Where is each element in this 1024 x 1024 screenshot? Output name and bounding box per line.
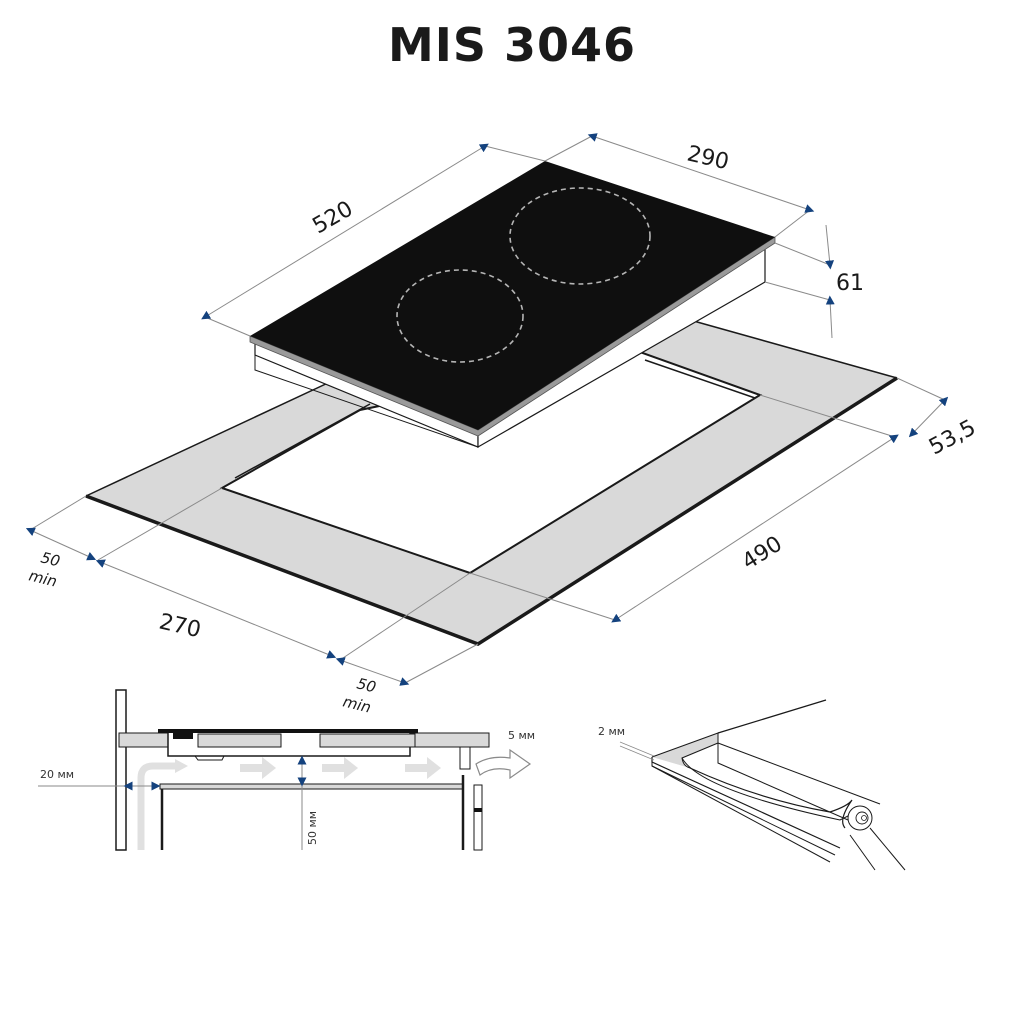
dim-edge-offset-label: 53,5	[925, 415, 980, 460]
dim-margin-left-value: 50	[39, 548, 62, 570]
burner-large	[509, 187, 651, 285]
dim-length-label: 520	[309, 197, 358, 240]
seal-detail	[619, 699, 906, 871]
side-gap-label: 20 мм	[40, 768, 74, 781]
rear-vent-label: 5 мм	[508, 729, 535, 742]
model-title: MIS 3046	[387, 18, 637, 72]
air-gap-label: 50 мм	[306, 811, 319, 845]
cooktop	[249, 161, 776, 449]
dim-margin-front-value: 50	[355, 674, 378, 696]
glass-top	[250, 161, 775, 430]
airflow-arrows	[240, 757, 441, 779]
exhaust-arrow-icon	[475, 748, 532, 780]
dim-cutout-width-label: 270	[157, 609, 204, 643]
section-view	[38, 689, 532, 851]
dim-margin-front-unit: min	[341, 692, 373, 716]
dim-height-label: 61	[836, 271, 864, 296]
seal-thickness-label: 2 мм	[598, 725, 625, 738]
dimension-lines	[25, 133, 949, 686]
dim-cutout-length-label: 490	[738, 532, 787, 575]
dim-margin-left-unit: min	[27, 566, 59, 590]
